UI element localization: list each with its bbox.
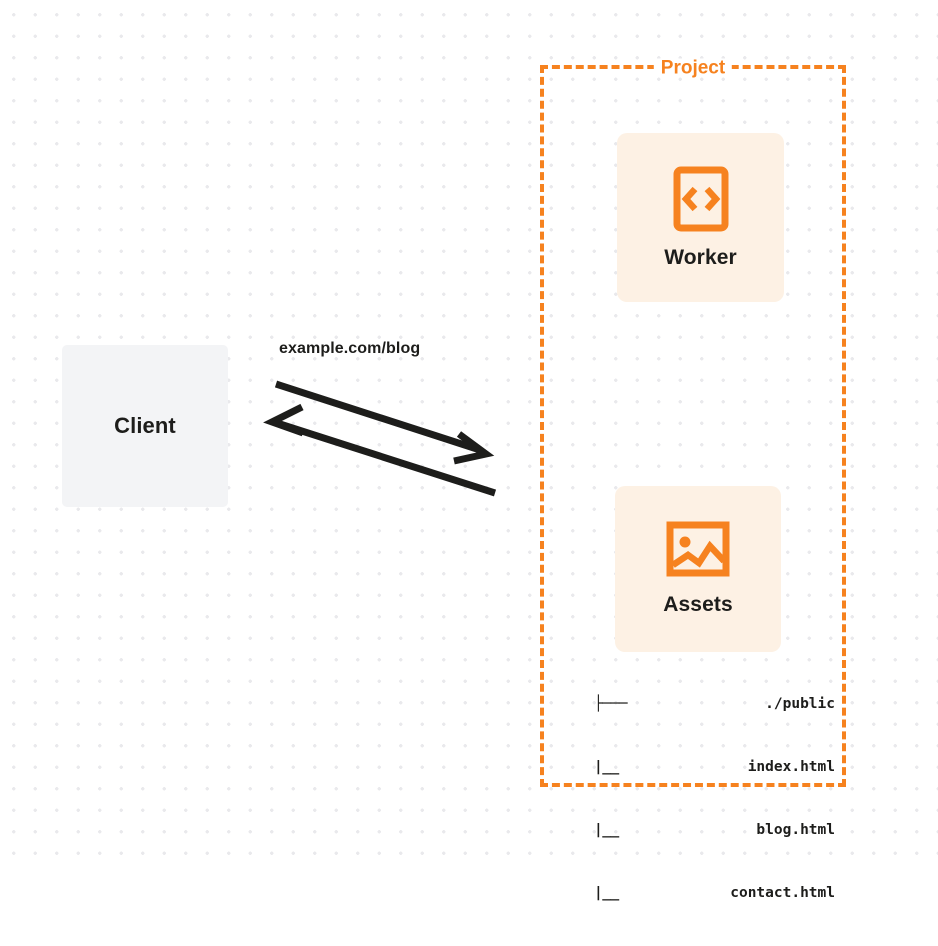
- project-group: Project Worker Assets ├─── ./public |__ in…: [540, 58, 846, 901]
- file-tree-row: |__ index.html: [594, 757, 836, 778]
- file-tree-row: |__ blog.html: [594, 820, 836, 841]
- tree-filename: ./public: [765, 696, 835, 712]
- project-title: Project: [653, 58, 733, 78]
- client-node[interactable]: Client: [62, 345, 228, 507]
- code-file-icon: [673, 166, 728, 231]
- client-node-label: Client: [114, 413, 176, 438]
- tree-filename: index.html: [747, 759, 835, 775]
- file-tree-row: ├─── ./public: [594, 694, 836, 715]
- image-icon: [666, 521, 730, 577]
- worker-node-label: Worker: [664, 245, 737, 269]
- assets-node[interactable]: Assets: [615, 486, 781, 652]
- file-tree-row: |__ contact.html: [594, 883, 836, 904]
- assets-node-label: Assets: [663, 593, 733, 616]
- tree-branch: |__: [594, 822, 619, 838]
- tree-branch: |__: [594, 759, 619, 775]
- tree-branch: ├───: [594, 696, 627, 712]
- tree-filename: contact.html: [730, 885, 835, 901]
- worker-node[interactable]: Worker: [617, 133, 784, 302]
- connection-label: example.com/blog: [279, 340, 421, 357]
- tree-branch: |__: [594, 885, 619, 901]
- tree-filename: blog.html: [756, 822, 835, 838]
- assets-file-tree: ├───./public |__index.html |__blog.html …: [594, 652, 836, 946]
